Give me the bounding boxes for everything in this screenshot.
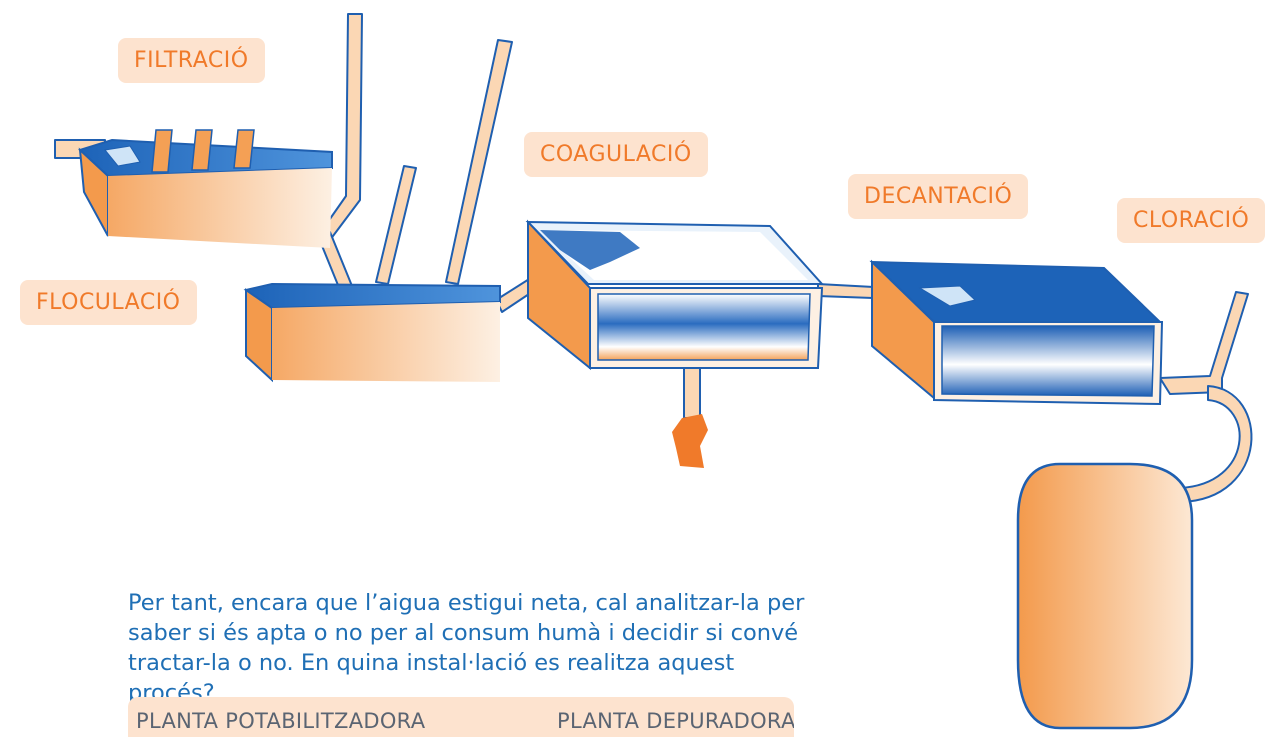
label-cloracio: CLORACIÓ bbox=[1117, 198, 1266, 243]
answer-options: PLANTA POTABILITZADORA PLANTA DEPURADORA bbox=[128, 697, 794, 737]
filtration-tank bbox=[78, 129, 333, 248]
coagulation-tank bbox=[525, 219, 825, 468]
flocculation-tank bbox=[243, 282, 501, 383]
label-filtracio: FILTRACIÓ bbox=[118, 38, 265, 83]
answer-option-potabilitzadora[interactable]: PLANTA POTABILITZADORA bbox=[136, 709, 426, 733]
label-floculacio: FLOCULACIÓ bbox=[20, 280, 197, 325]
question-text: Per tant, encara que l’aigua estigui net… bbox=[128, 590, 805, 706]
decantation-tank bbox=[869, 259, 1164, 406]
label-decantacio: DECANTACIÓ bbox=[848, 174, 1029, 219]
label-coagulacio: COAGULACIÓ bbox=[524, 132, 708, 177]
answer-option-depuradora[interactable]: PLANTA DEPURADORA bbox=[557, 709, 794, 733]
chlorination-tank bbox=[1016, 462, 1194, 730]
